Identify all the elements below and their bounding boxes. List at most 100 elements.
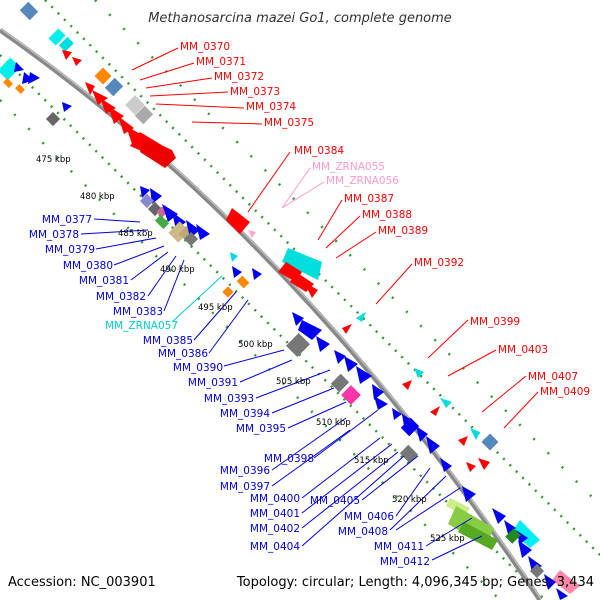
feature-gene[interactable] <box>492 508 506 524</box>
feature-gene[interactable] <box>516 530 528 544</box>
gene-label[interactable]: MM_0395 <box>236 423 286 435</box>
feature-gene[interactable] <box>292 312 304 326</box>
gene-label[interactable]: MM_0391 <box>188 377 238 389</box>
gene-label[interactable]: MM_0411 <box>374 541 424 553</box>
gene-label[interactable]: MM_0372 <box>214 71 264 83</box>
feature-gene[interactable] <box>168 221 190 243</box>
gene-label[interactable]: MM_0385 <box>143 335 193 347</box>
gene-label[interactable]: MM_0399 <box>470 316 520 328</box>
feature-gene[interactable] <box>282 248 322 280</box>
feature-ncrna[interactable] <box>248 230 256 238</box>
feature-gene[interactable] <box>252 268 262 280</box>
feature-gene[interactable] <box>62 102 72 112</box>
gene-label[interactable]: MM_0394 <box>220 408 270 420</box>
gene-label[interactable]: MM_0396 <box>220 465 270 477</box>
feature-gene[interactable] <box>392 408 402 420</box>
feature-gene[interactable] <box>402 414 412 426</box>
gene-label[interactable]: MM_0392 <box>414 257 464 269</box>
gene-label[interactable]: MM_0373 <box>230 86 280 98</box>
feature-gene[interactable] <box>285 332 311 358</box>
feature-gene[interactable] <box>518 540 532 558</box>
gene-label[interactable]: MM_0403 <box>498 344 548 356</box>
feature-gene[interactable] <box>222 286 234 298</box>
feature-gene[interactable] <box>334 350 346 364</box>
feature-gene[interactable] <box>466 462 476 472</box>
gene-label[interactable]: MM_0377 <box>42 214 92 226</box>
feature-gene[interactable] <box>126 126 144 144</box>
feature-gene[interactable] <box>552 570 580 594</box>
feature-gene[interactable] <box>316 336 330 352</box>
gene-label[interactable]: MM_0406 <box>344 511 394 523</box>
feature-gene[interactable] <box>304 282 318 298</box>
gene-label-ncrna[interactable]: MM_ZRNA057 <box>105 320 178 332</box>
feature-gene[interactable] <box>48 28 66 46</box>
feature-gene[interactable] <box>72 57 82 66</box>
gene-label[interactable]: MM_0402 <box>250 523 300 535</box>
feature-gene[interactable] <box>556 588 568 600</box>
feature-gene[interactable] <box>440 458 452 472</box>
feature-gene[interactable] <box>330 373 350 393</box>
feature-gene[interactable] <box>342 324 352 334</box>
feature-gene[interactable] <box>544 574 556 590</box>
feature-gene[interactable] <box>236 275 250 289</box>
gene-label[interactable]: MM_0393 <box>204 393 254 405</box>
feature-gene[interactable] <box>134 105 154 125</box>
feature-gene[interactable] <box>402 380 412 390</box>
feature-gene[interactable] <box>28 72 40 84</box>
feature-ncrna[interactable] <box>230 252 238 262</box>
feature-gene[interactable] <box>505 528 521 544</box>
feature-gene[interactable] <box>458 522 498 550</box>
feature-gene[interactable] <box>356 312 366 322</box>
feature-gene[interactable] <box>356 366 372 384</box>
feature-gene[interactable] <box>139 193 155 209</box>
feature-gene[interactable] <box>85 82 95 95</box>
feature-gene[interactable] <box>58 36 74 52</box>
gene-label[interactable]: MM_0390 <box>173 362 223 374</box>
gene-label[interactable]: MM_0400 <box>250 493 300 505</box>
feature-gene[interactable] <box>504 520 516 534</box>
feature-gene[interactable] <box>344 356 358 372</box>
feature-gene[interactable] <box>414 368 424 378</box>
gene-label[interactable]: MM_0375 <box>264 117 314 129</box>
gene-label[interactable]: MM_0379 <box>45 244 95 256</box>
gene-label[interactable]: MM_0405 <box>310 495 360 507</box>
gene-label[interactable]: MM_0383 <box>113 306 163 318</box>
feature-gene[interactable] <box>108 106 124 124</box>
gene-label-ncrna[interactable]: MM_ZRNA056 <box>326 175 399 187</box>
gene-label[interactable]: MM_0370 <box>180 41 230 53</box>
feature-gene[interactable] <box>481 433 499 451</box>
feature-gene[interactable] <box>62 50 72 60</box>
feature-gene[interactable] <box>399 444 419 464</box>
feature-gene[interactable] <box>416 426 428 442</box>
gene-label[interactable]: MM_0397 <box>220 481 270 493</box>
feature-gene[interactable] <box>512 520 540 548</box>
feature-gene[interactable] <box>400 417 420 437</box>
feature-gene[interactable] <box>232 266 242 278</box>
feature-gene[interactable] <box>529 563 545 579</box>
gene-label[interactable]: MM_0401 <box>250 508 300 520</box>
feature-gene[interactable] <box>226 208 250 234</box>
gene-label[interactable]: MM_0398 <box>264 453 314 465</box>
feature-gene[interactable] <box>3 78 13 88</box>
feature-gene[interactable] <box>440 398 452 408</box>
gene-label[interactable]: MM_0388 <box>362 209 412 221</box>
gene-label[interactable]: MM_0386 <box>158 348 208 360</box>
feature-gene[interactable] <box>298 320 322 340</box>
gene-label[interactable]: MM_0382 <box>96 291 146 303</box>
feature-gene[interactable] <box>196 224 210 240</box>
feature-gene[interactable] <box>0 57 21 81</box>
feature-gene[interactable] <box>426 436 440 454</box>
gene-label[interactable]: MM_0404 <box>250 541 300 553</box>
gene-label[interactable]: MM_0380 <box>63 260 113 272</box>
gene-label[interactable]: MM_0381 <box>79 275 129 287</box>
feature-gene[interactable] <box>462 486 476 502</box>
feature-gene[interactable] <box>125 95 145 115</box>
gene-label[interactable]: MM_0407 <box>528 371 578 383</box>
feature-gene[interactable] <box>15 84 25 94</box>
feature-gene[interactable] <box>341 385 361 405</box>
feature-gene[interactable] <box>372 384 384 400</box>
gene-label[interactable]: MM_0412 <box>380 556 430 568</box>
feature-gene[interactable] <box>140 138 176 168</box>
feature-gene[interactable] <box>430 406 440 416</box>
gene-label[interactable]: MM_0387 <box>344 193 394 205</box>
